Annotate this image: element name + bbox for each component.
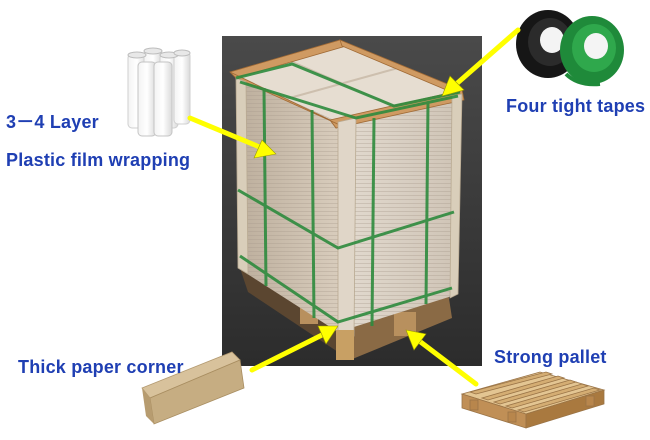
arrow-tapes [441, 27, 521, 97]
film-layers-label: 3－4 Layer [6, 112, 99, 132]
arrow-film [187, 115, 277, 159]
film-rolls-icon [127, 47, 191, 137]
strapping-coils-icon [516, 10, 624, 87]
pallet-label: Strong pallet [494, 347, 607, 367]
tapes-label: Four tight tapes [506, 96, 646, 116]
paper-corner-icon [141, 351, 245, 425]
arrow-pallet [405, 329, 479, 387]
film-wrapping-label: Plastic film wrapping [6, 150, 191, 170]
corner-boards [235, 77, 463, 360]
wooden-pallet-icon [460, 371, 606, 429]
green-straps [235, 62, 461, 327]
paper-corner-label: Thick paper corner [18, 357, 184, 377]
arrow-corner [249, 325, 339, 373]
